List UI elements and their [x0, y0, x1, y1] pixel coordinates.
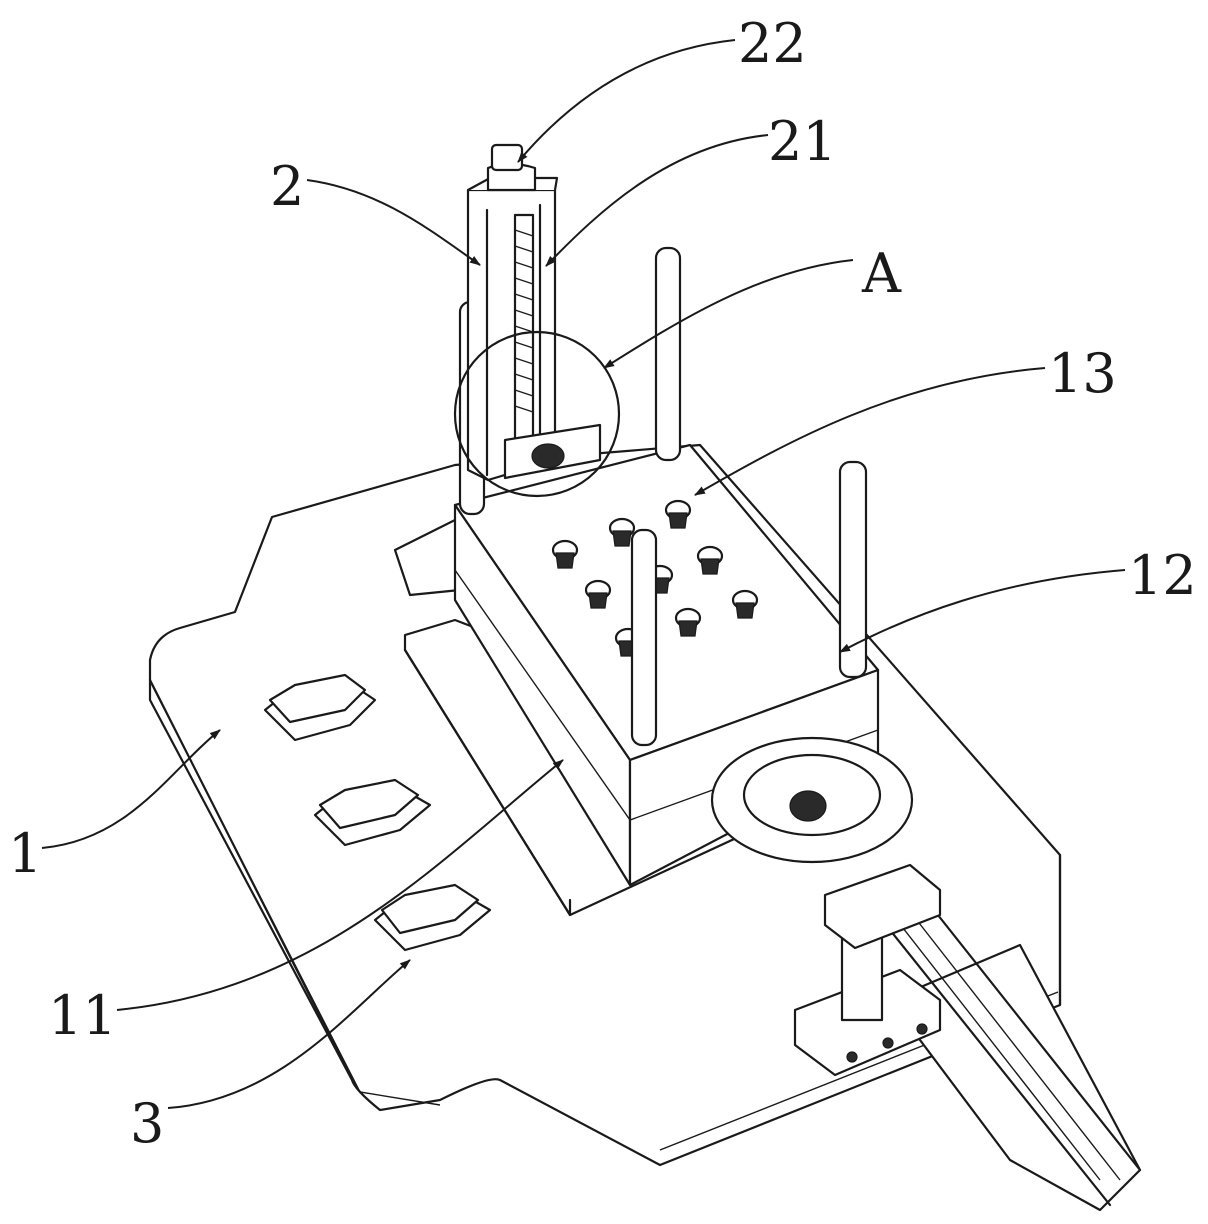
nut — [486, 143, 537, 192]
callout-11: 11 — [48, 984, 117, 1047]
callout-12: 12 — [1128, 544, 1197, 607]
guide-posts — [458, 246, 868, 747]
stud — [608, 517, 636, 547]
guide-post — [838, 460, 868, 679]
callout-a: A — [861, 242, 902, 305]
guide-post — [654, 246, 682, 462]
detail-circle-a — [453, 330, 621, 498]
lead-screw — [513, 213, 535, 462]
stud — [674, 607, 702, 637]
guide-post — [630, 528, 658, 747]
callout-13: 13 — [1048, 342, 1117, 405]
stud — [731, 589, 759, 619]
stud — [551, 539, 579, 569]
lifting-column — [466, 143, 602, 482]
stud — [664, 499, 692, 529]
leader-lines — [41, 39, 1126, 1109]
pad — [373, 883, 492, 952]
callout-labels: 22 21 2 A 13 12 1 11 3 — [8, 12, 1197, 1155]
callout-22: 22 — [738, 12, 807, 75]
stud — [584, 579, 612, 609]
stud — [696, 545, 724, 575]
ring-assembly — [710, 736, 1142, 1212]
callout-2: 2 — [270, 155, 304, 218]
pad-group — [263, 673, 492, 952]
callout-21: 21 — [768, 110, 837, 173]
callout-1: 1 — [8, 822, 42, 885]
pad — [263, 673, 377, 742]
callout-3: 3 — [130, 1092, 164, 1155]
pad — [313, 778, 432, 847]
